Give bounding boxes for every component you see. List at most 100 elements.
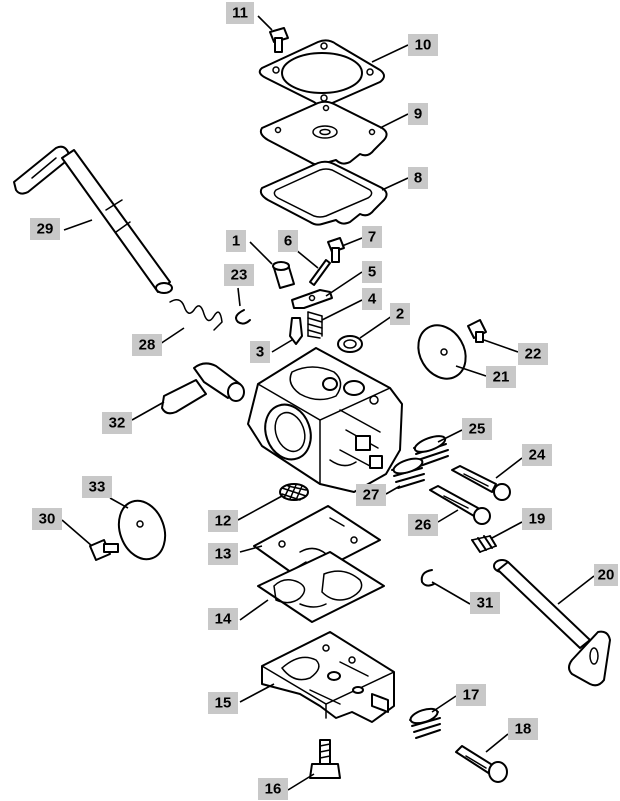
callout-7-label: 7 — [368, 229, 376, 246]
callout-24: 24 — [522, 444, 552, 466]
callout-4: 4 — [362, 288, 382, 310]
part-14-diaphragm — [257, 551, 385, 623]
part-24-adjusting-screw — [451, 465, 511, 501]
callout-21: 21 — [486, 366, 516, 388]
part-10-cover-plate — [258, 39, 385, 107]
callout-12-label: 12 — [215, 513, 232, 530]
part-13-gasket — [253, 505, 381, 581]
part-29-throttle-shaft — [13, 145, 173, 294]
callout-6-label: 6 — [284, 233, 292, 250]
part-12-strainer — [279, 483, 309, 501]
callout-24-label: 24 — [529, 447, 546, 464]
part-7-screw — [327, 237, 345, 263]
callout-23: 23 — [224, 264, 254, 286]
part-16-screw — [309, 739, 341, 779]
callout-30-label: 30 — [39, 511, 56, 528]
callout-32: 32 — [102, 412, 132, 434]
callout-27-label: 27 — [363, 487, 380, 504]
callout-16: 16 — [258, 778, 288, 800]
part-21-throttle-plate — [417, 324, 467, 380]
callout-23-label: 23 — [231, 267, 248, 284]
callout-31-label: 31 — [477, 595, 494, 612]
callout-28: 28 — [132, 334, 162, 356]
callout-33: 33 — [82, 476, 112, 498]
callout-13-label: 13 — [215, 546, 232, 563]
callout-25-label: 25 — [469, 421, 486, 438]
callout-20: 20 — [594, 564, 618, 586]
callout-18: 18 — [508, 718, 538, 740]
callout-9-label: 9 — [414, 106, 422, 123]
callout-29: 29 — [30, 218, 60, 240]
part-33-choke-plate — [117, 499, 167, 561]
callout-26-label: 26 — [415, 517, 432, 534]
callout-15-label: 15 — [215, 695, 232, 712]
callout-15: 15 — [208, 692, 238, 714]
part-6-pin — [309, 259, 331, 286]
part-4-spring — [307, 311, 323, 339]
callout-8: 8 — [408, 167, 428, 189]
callout-14-label: 14 — [215, 611, 232, 628]
part-26-adjusting-screw — [429, 485, 491, 525]
callout-7: 7 — [362, 226, 382, 248]
leader-lines — [61, 15, 595, 791]
callout-8-label: 8 — [414, 170, 422, 187]
callout-13: 13 — [208, 543, 238, 565]
callout-29-label: 29 — [37, 221, 54, 238]
part-11-screw — [269, 27, 289, 53]
callout-32-label: 32 — [109, 415, 126, 432]
callout-21-label: 21 — [493, 369, 510, 386]
part-15-pump-cover — [261, 631, 395, 723]
callout-22: 22 — [518, 343, 548, 365]
part-19-spring — [471, 535, 497, 553]
callout-16-label: 16 — [265, 781, 282, 798]
part-28-spring — [169, 299, 223, 331]
callout-1: 1 — [226, 230, 246, 252]
part-31-clip — [420, 569, 435, 587]
callout-10: 10 — [408, 34, 438, 56]
callout-18-label: 18 — [515, 721, 532, 738]
callout-25: 25 — [462, 418, 492, 440]
part-23-clip — [235, 309, 251, 325]
callout-30: 30 — [32, 508, 62, 530]
callout-33-label: 33 — [89, 479, 106, 496]
callout-3-label: 3 — [256, 344, 264, 361]
callout-1-label: 1 — [232, 233, 240, 250]
part-9-diaphragm — [259, 100, 388, 166]
callout-2-label: 2 — [396, 306, 404, 323]
part-18-screw — [455, 745, 508, 783]
callout-17-label: 17 — [463, 687, 480, 704]
callout-17: 17 — [456, 684, 486, 706]
callout-19-label: 19 — [529, 511, 546, 528]
callout-27: 27 — [356, 484, 386, 506]
callout-14: 14 — [208, 608, 238, 630]
callout-20-label: 20 — [598, 567, 615, 584]
callout-5: 5 — [362, 261, 382, 283]
callout-31: 31 — [470, 592, 500, 614]
callout-19: 19 — [522, 508, 552, 530]
part-17-spring — [409, 707, 441, 739]
part-1-cap — [272, 261, 295, 289]
callout-11: 11 — [226, 2, 254, 24]
callout-2: 2 — [390, 303, 410, 325]
callout-4-label: 4 — [368, 291, 377, 308]
part-27-spring — [391, 457, 425, 489]
callout-10-label: 10 — [415, 37, 432, 54]
callout-26: 26 — [408, 514, 438, 536]
part-32-elbow-fitting — [161, 362, 245, 415]
part-5-lever — [291, 289, 333, 309]
callout-6: 6 — [278, 230, 298, 252]
part-8-gasket — [259, 160, 388, 226]
part-2-washer — [337, 335, 363, 353]
callout-11-label: 11 — [232, 5, 248, 22]
callout-5-label: 5 — [368, 264, 376, 281]
part-20-choke-shaft — [493, 559, 611, 687]
callout-22-label: 22 — [525, 346, 542, 363]
part-22-screw — [467, 319, 487, 343]
part-30-screw — [89, 539, 119, 561]
part-3-inlet-needle — [289, 317, 303, 345]
callout-12: 12 — [208, 510, 238, 532]
callout-28-label: 28 — [139, 337, 156, 354]
carburetor-body — [247, 347, 403, 493]
callout-9: 9 — [408, 103, 428, 125]
